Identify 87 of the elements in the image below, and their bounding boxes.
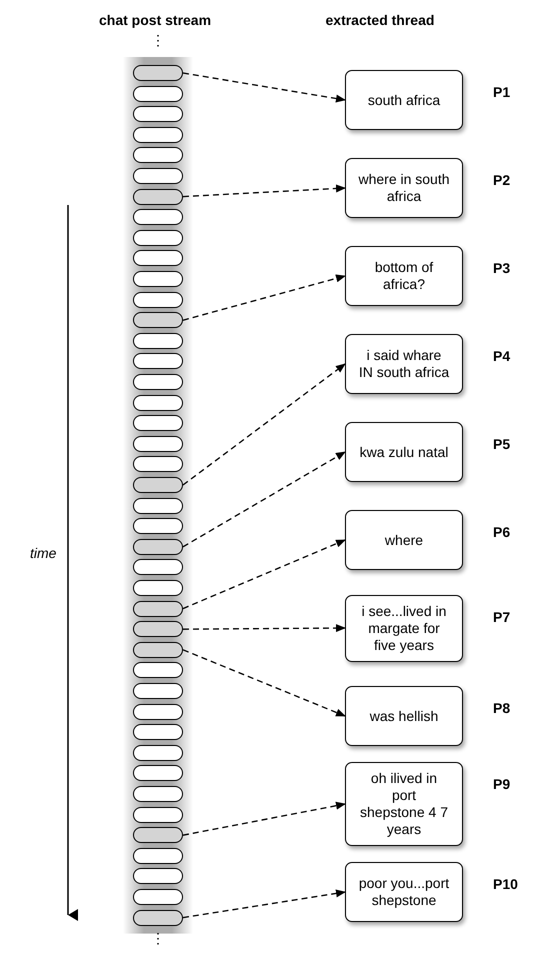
post-text: bottom of africa? <box>374 259 434 293</box>
post-pill <box>133 230 183 246</box>
post-text: i see...lived in margate for five years <box>360 602 448 654</box>
post-box <box>345 158 463 218</box>
post-pill <box>133 786 183 802</box>
axis-label: time <box>30 545 56 561</box>
post-pill <box>133 765 183 782</box>
post-box <box>345 334 463 394</box>
post-number: P10 <box>493 876 518 892</box>
post-text: where in south africa <box>358 171 450 205</box>
post-pill <box>133 848 183 864</box>
column-heading: extracted thread <box>326 12 434 28</box>
post-text: kwa zulu natal <box>360 444 448 460</box>
post-number: P9 <box>493 776 510 792</box>
post-box <box>345 594 463 662</box>
arrow <box>182 802 346 836</box>
post-pill <box>133 353 183 370</box>
post-box <box>345 422 463 482</box>
post-pill <box>133 312 183 328</box>
post-box <box>345 762 463 846</box>
post-pill <box>133 168 183 184</box>
post-number: P6 <box>493 524 510 540</box>
ellipsis: ⋮ <box>151 32 165 48</box>
post-number: P2 <box>493 172 510 188</box>
post-pill <box>133 436 183 452</box>
post-pill <box>133 86 183 102</box>
post-pill <box>133 394 183 411</box>
post-pill <box>133 744 183 761</box>
post-pill <box>133 621 183 638</box>
post-pill <box>133 580 183 596</box>
post-text: was hellish <box>370 708 438 724</box>
post-pill <box>133 250 183 266</box>
post-pill <box>133 868 183 884</box>
post-pill <box>133 477 183 493</box>
arrow <box>182 72 346 102</box>
post-pill <box>133 209 183 226</box>
post-text: poor you...port shepstone <box>358 875 450 909</box>
arrow <box>182 274 346 321</box>
post-box <box>345 510 463 570</box>
post-pill <box>133 188 183 205</box>
post-pill <box>133 683 183 699</box>
post-pill <box>133 332 183 349</box>
post-pill <box>133 147 183 164</box>
post-pill <box>133 559 183 576</box>
post-text: i said whare IN south africa <box>358 347 450 381</box>
post-pill <box>133 642 183 658</box>
post-text: oh ilived in port shepstone 4 7 years <box>359 770 449 838</box>
arrow <box>182 363 346 486</box>
post-box <box>345 246 463 306</box>
arrow <box>183 624 346 632</box>
arrow <box>182 539 346 610</box>
post-pill <box>133 724 183 740</box>
post-box <box>345 862 463 922</box>
post-pill <box>133 910 183 926</box>
post-pill <box>133 704 183 720</box>
post-text: where <box>384 532 424 548</box>
post-box <box>345 70 463 130</box>
post-pill <box>133 518 183 534</box>
post-pill <box>133 106 183 122</box>
post-pill <box>133 662 183 678</box>
post-pill <box>133 538 183 555</box>
post-box <box>345 686 463 746</box>
post-number: P5 <box>493 436 510 452</box>
post-pill <box>133 65 183 81</box>
post-pill <box>133 126 183 143</box>
post-pill <box>133 456 183 472</box>
arrow <box>182 184 346 198</box>
post-pill <box>133 889 183 905</box>
post-pill <box>133 827 183 844</box>
post-pill <box>133 806 183 823</box>
arrow <box>182 649 346 717</box>
ellipsis: ⋮ <box>151 930 165 946</box>
post-text: south africa <box>368 92 440 108</box>
arrow <box>182 451 346 548</box>
post-number: P3 <box>493 260 510 276</box>
post-number: P8 <box>493 700 510 716</box>
post-pill <box>133 415 183 432</box>
post-number: P4 <box>493 348 510 364</box>
arrow <box>182 889 346 918</box>
post-pill <box>133 271 183 287</box>
post-pill <box>133 498 183 514</box>
post-pill <box>133 600 183 617</box>
post-number: P7 <box>493 608 510 624</box>
post-number: P1 <box>493 84 510 100</box>
column-heading: chat post stream <box>99 12 212 28</box>
post-pill <box>133 292 183 308</box>
post-pill <box>133 374 183 390</box>
